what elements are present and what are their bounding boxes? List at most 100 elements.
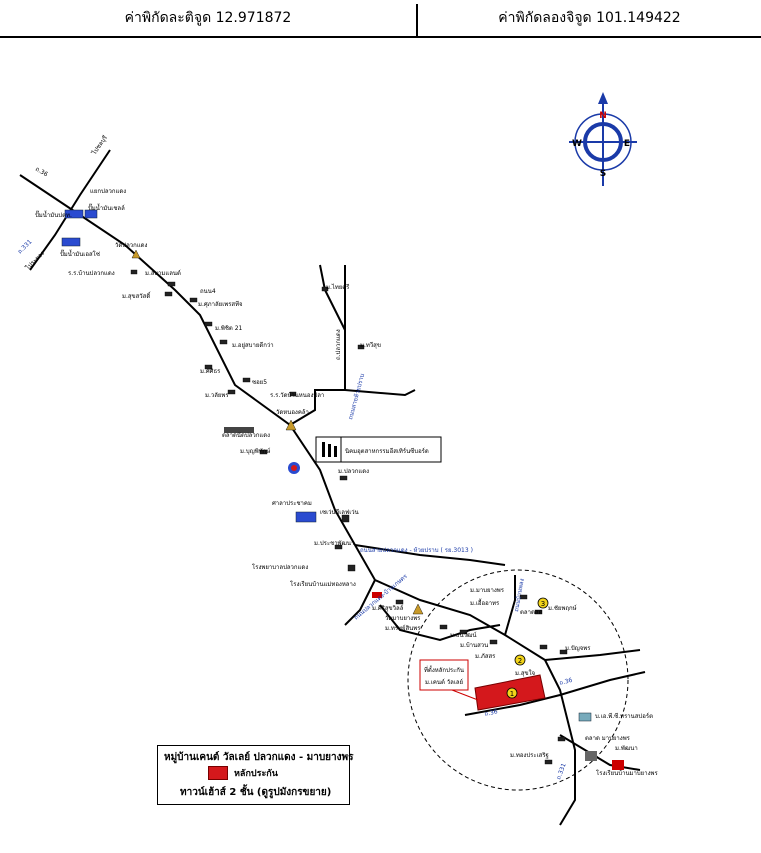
compass-icon: N S E W	[569, 92, 637, 186]
temple-icon	[285, 419, 297, 431]
label-p45: ม.ทองประเสริฐ	[510, 752, 549, 759]
road-label-r5: ถนนสายห้วยปราบ	[347, 373, 366, 421]
coordinates-header: ค่าพิกัดละติจูด 12.971872 ค่าพิกัดลองจิจ…	[0, 0, 761, 38]
label-p29: โรงพยาบาลปลวกแดง	[252, 563, 308, 571]
label-p18: ร.ร.วัดบ้านหนองปลา	[270, 392, 324, 399]
marker-1: 1	[506, 687, 518, 699]
factory-icon	[315, 436, 442, 463]
label-p2: ไปชลบุรี	[90, 133, 110, 157]
house-icon	[519, 594, 528, 600]
house-icon	[259, 449, 268, 455]
road-north-branch	[319, 264, 346, 331]
subject-line2: ม.เคนต์ วัลเลย์	[425, 678, 463, 686]
label-p35: ม.ธนวัฒน์	[450, 631, 477, 639]
label-p41: ตลาดสด	[520, 609, 543, 616]
label-p9: ม.สยามแลนด์	[145, 269, 181, 277]
label-p32: วัดมาบยางพร	[385, 615, 421, 622]
road-label-r8: ถ.36	[559, 677, 574, 687]
building-icon	[64, 209, 84, 219]
road-north-right	[504, 575, 516, 636]
label-p27: เซเว่นอีเลฟเว่น	[320, 508, 359, 516]
label-p12: ถนน4	[200, 288, 216, 295]
label-p28: ม.ประชาพัฒนา	[314, 540, 354, 547]
svg-text:S: S	[600, 169, 606, 179]
building-icon	[84, 209, 98, 219]
area-circle	[407, 569, 629, 791]
gas-station-icon	[288, 462, 300, 474]
label-p5: ปั๊มน้ำมันเอสโซ่	[60, 248, 100, 258]
label-p36: ม.บ้านสวน	[460, 642, 488, 649]
label-p38: ม.สุขใจ	[515, 669, 535, 677]
road-east	[544, 649, 641, 661]
house-icon	[167, 281, 176, 287]
label-p39: ม.เอื้ออาทร	[470, 597, 500, 607]
label-p15: ม.ศศิธร	[200, 368, 221, 375]
road-east-branch	[344, 389, 416, 397]
house-icon	[227, 389, 236, 395]
label-p6: ไประยอง	[23, 249, 46, 272]
house-icon	[242, 377, 251, 383]
house-icon	[557, 736, 566, 742]
legend-swatch-label: หลักประกัน	[234, 769, 278, 779]
secondary-road	[289, 265, 346, 426]
label-p46: ม.พัฒนา	[615, 745, 638, 752]
marker-3: 3	[537, 597, 549, 609]
house-icon	[534, 609, 543, 615]
location-map: ที่ตั้งหลักประกัน ม.เคนต์ วัลเลย์ 1 2 3 …	[16, 92, 658, 826]
svg-text:3: 3	[541, 600, 545, 608]
label-p23: ม.ปลวกแดง	[338, 468, 369, 475]
label-p1: แยกปลวกแดง	[90, 188, 126, 195]
road-label-r1: ถ.331	[16, 238, 33, 255]
house-icon	[204, 364, 213, 370]
house-icon	[334, 544, 343, 550]
label-p8: ร.ร.บ้านปลวกแดง	[68, 270, 115, 277]
svg-text:E: E	[624, 139, 630, 149]
house-icon	[204, 321, 213, 327]
label-p11: ม.ศุภาลัยเพรสทีจ	[198, 300, 243, 308]
label-p17: ม.วลัยพร	[205, 392, 229, 399]
building-icon	[295, 511, 317, 523]
svg-text:1: 1	[510, 690, 514, 698]
building-icon	[61, 237, 81, 247]
house-icon	[189, 297, 198, 303]
subject-line1: ที่ตั้งหลักประกัน	[424, 664, 464, 674]
house-icon	[289, 391, 297, 397]
legend-title: หมู่บ้านเคนต์ วัลเลย์ ปลวกแดง - มาบยางพร	[164, 752, 354, 763]
label-p44: ตลาด มาบยางพร	[585, 735, 631, 742]
temple-icon	[412, 603, 424, 615]
label-p20: ตลาดนัดปลวกแดง	[222, 432, 270, 439]
label-p33: ม.มาบยางพร	[470, 587, 505, 594]
label-p37: ม.ภัสสร	[475, 653, 496, 660]
latitude-text: ค่าพิกัดละติจูด 12.971872	[124, 10, 292, 26]
svg-text:W: W	[572, 139, 582, 149]
house-icon	[544, 759, 553, 765]
school-icon	[585, 751, 597, 761]
house-icon	[439, 624, 448, 630]
house-icon	[559, 649, 568, 655]
road-label-r2: ถ.36	[34, 166, 49, 179]
label-p19: วัดหนองคล้า	[276, 409, 309, 416]
label-p43: บ.เอ.พี.ซี.ทรานสปอร์ต	[595, 712, 653, 720]
label-p13: ม.พิชิต 21	[215, 325, 243, 332]
label-p42: ม.ชัยพฤกษ์	[548, 604, 577, 612]
house-icon	[395, 599, 404, 605]
label-p7: วัดปลวกแดง	[115, 242, 148, 249]
subject-callout	[419, 659, 469, 691]
road-loop	[379, 604, 501, 642]
road-label-r3: ถนนสายปลวกแดง - ห้วยปราบ ( รย.3013 )	[360, 547, 473, 554]
label-p47: โรงเรียนบ้านมาบยางพร	[596, 769, 658, 777]
house-icon	[164, 291, 173, 297]
road-3013	[354, 544, 506, 566]
label-p40: ม.ปัญจพร	[565, 645, 591, 652]
road-label-r10: ถ.331	[555, 762, 567, 781]
road-label-r4: ถ.ปลวกแดง	[335, 329, 342, 360]
house-icon	[489, 639, 498, 645]
label-p21: ม.บุญพิทักษ์	[240, 447, 270, 455]
map-legend: หมู่บ้านเคนต์ วัลเลย์ ปลวกแดง - มาบยางพร…	[157, 745, 354, 805]
building-icon	[578, 712, 592, 722]
label-p31: ม.ศิริสุขวิลล์	[372, 604, 404, 612]
temple-icon	[131, 249, 141, 259]
legend-subtitle: ทาวน์เฮ้าส์ 2 ชั้น (ดูรูปมังกรขยาย)	[180, 787, 332, 798]
house-icon	[459, 629, 468, 635]
label-p14: ม.อยู่สบายดีกว่า	[232, 341, 274, 349]
